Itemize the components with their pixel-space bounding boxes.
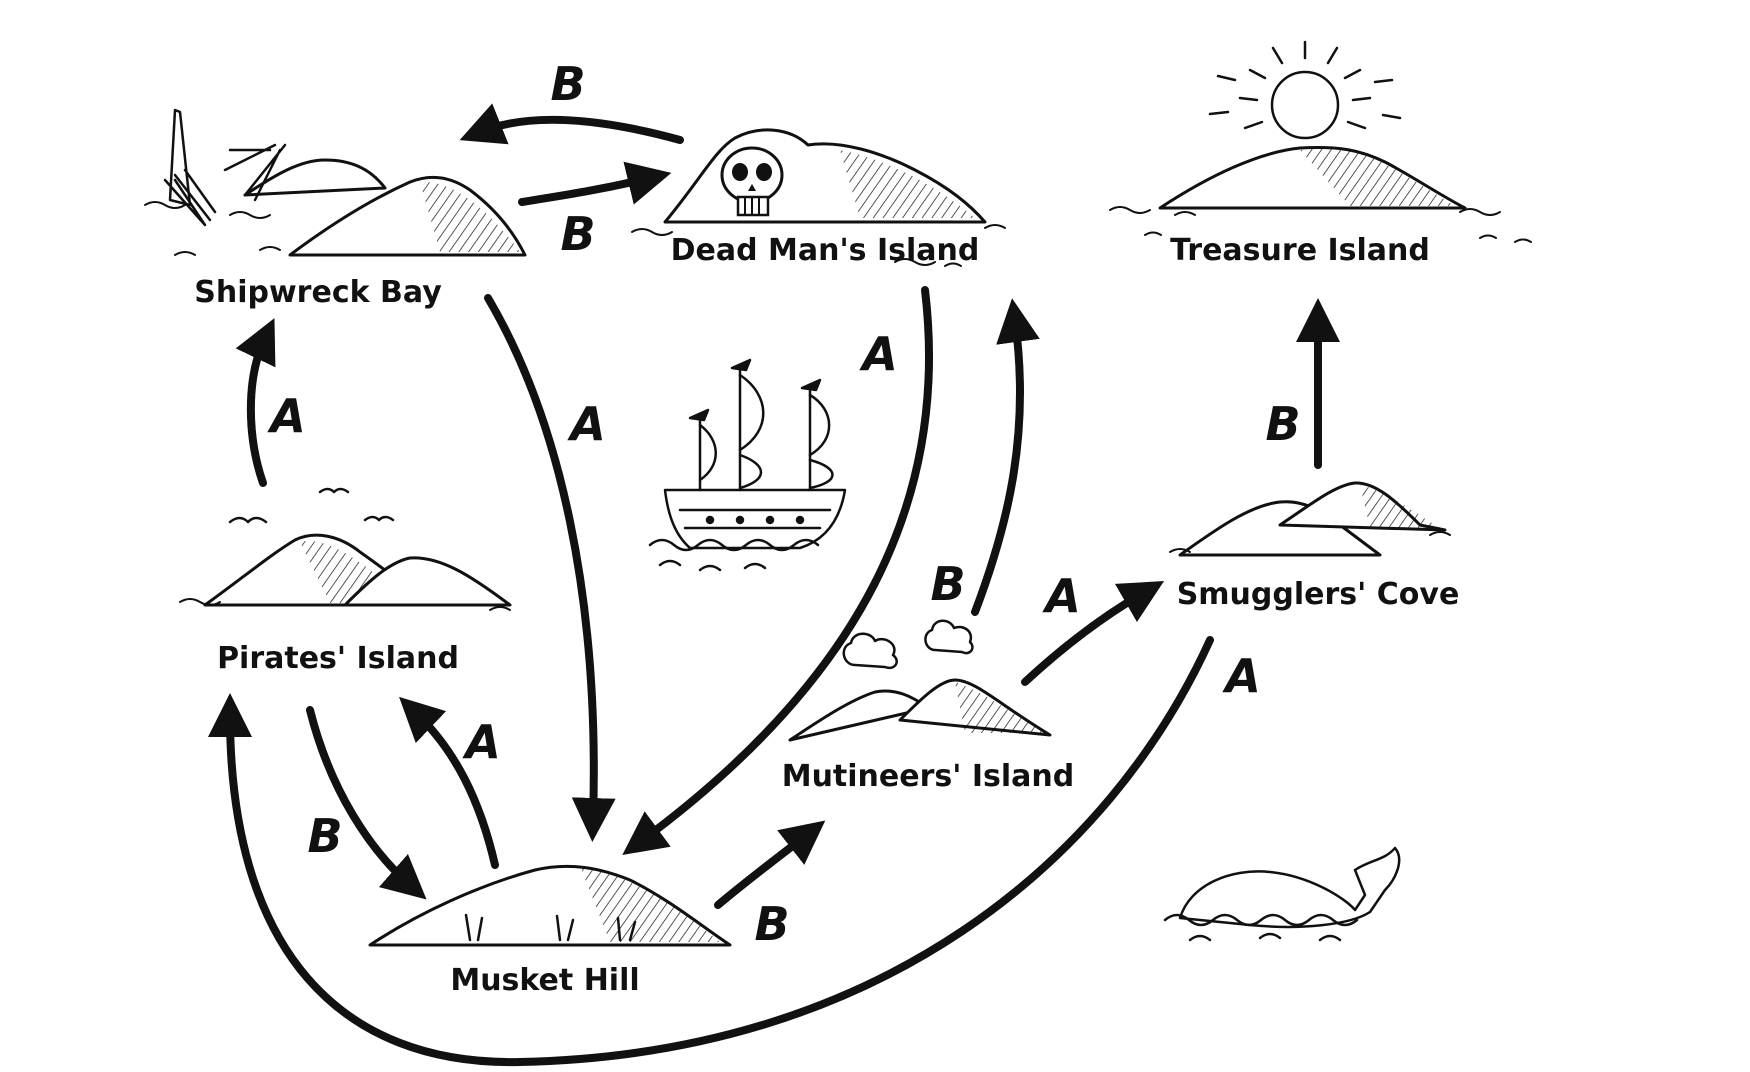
route-label: A xyxy=(567,397,606,451)
shipwreck-icon xyxy=(163,108,287,227)
route-shipwreck-to-dead-mans-arrow xyxy=(518,161,672,206)
route-label: B xyxy=(560,207,595,261)
pirates-island-illustration xyxy=(179,487,512,611)
route-label: B xyxy=(754,897,789,951)
smugglers-cove-label: Smugglers' Cove xyxy=(1177,577,1460,612)
treasure-island-illustration xyxy=(1109,146,1532,243)
mutineers-island-label: Mutineers' Island xyxy=(782,759,1075,794)
route-labels: B B A A A B B A A B A B xyxy=(267,57,1300,951)
route-pirates-to-musket-arrow xyxy=(306,706,427,900)
route-pirates-to-shipwreck-arrow xyxy=(235,318,276,487)
route-dead-mans-to-shipwreck-arrow xyxy=(459,103,684,145)
treasure-island-label: Treasure Island xyxy=(1170,233,1430,268)
shipwreck-bay-label: Shipwreck Bay xyxy=(194,275,442,310)
route-label: A xyxy=(462,715,501,769)
route-label: A xyxy=(267,389,306,443)
route-smugglers-to-pirates-arrow xyxy=(208,636,1214,1067)
clouds-icon xyxy=(842,619,974,670)
route-mutineers-to-dead-mans-arrow xyxy=(971,298,1040,616)
dead-mans-island-label: Dead Man's Island xyxy=(671,233,980,268)
skull-icon xyxy=(720,146,784,217)
route-label: B xyxy=(550,57,585,111)
sun-icon xyxy=(1208,40,1402,140)
route-label: B xyxy=(1265,397,1300,451)
route-arrows xyxy=(208,103,1340,1067)
route-mutineers-to-smugglers-arrow xyxy=(1021,581,1165,686)
birds-icon xyxy=(228,487,395,524)
route-label: A xyxy=(1222,649,1261,703)
route-label: B xyxy=(307,809,342,863)
pirates-island-label: Pirates' Island xyxy=(217,641,459,676)
route-shipwreck-to-musket-arrow xyxy=(484,294,616,842)
route-dead-mans-to-musket-arrow xyxy=(622,286,934,856)
dead-mans-island-illustration xyxy=(631,128,1006,267)
mutineers-island-illustration xyxy=(788,619,1052,742)
route-label: A xyxy=(1042,569,1081,623)
route-musket-to-mutineers-arrow xyxy=(714,820,826,909)
grass-icon xyxy=(464,913,637,942)
musket-hill-illustration xyxy=(368,864,732,947)
route-label: A xyxy=(859,327,898,381)
whale-icon xyxy=(1163,846,1401,942)
route-musket-to-pirates-arrow xyxy=(399,696,499,869)
route-label: B xyxy=(930,557,965,611)
sailing-ship-icon xyxy=(648,358,847,572)
smugglers-cove-illustration xyxy=(1169,481,1451,557)
musket-hill-label: Musket Hill xyxy=(450,963,639,998)
shipwreck-bay-illustration xyxy=(144,108,527,257)
